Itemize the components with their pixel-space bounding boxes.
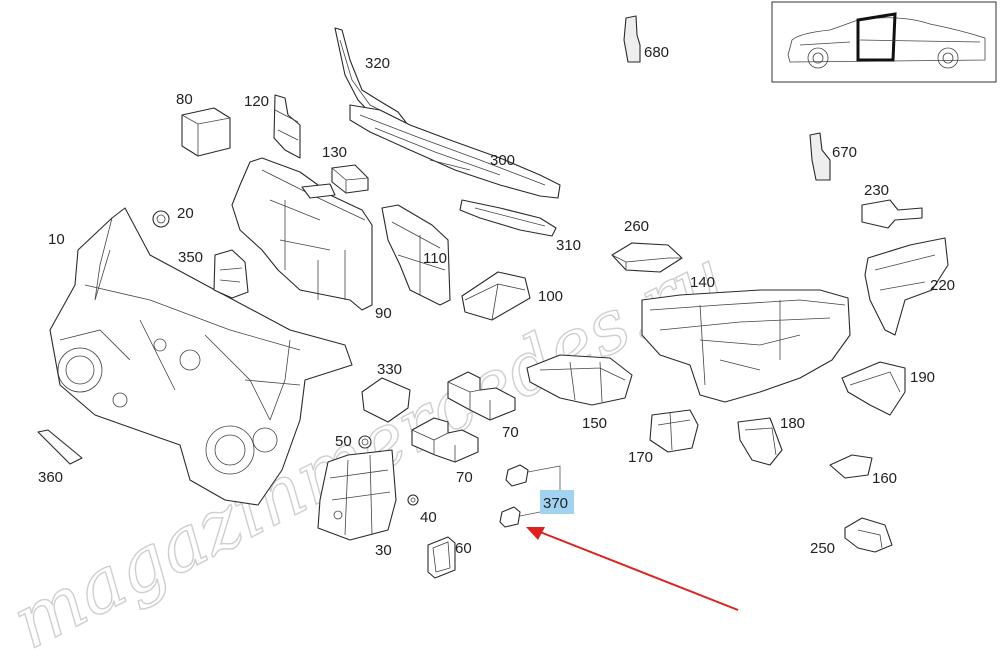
part-680-trim[interactable]	[623, 15, 641, 63]
part-110-panel[interactable]	[381, 204, 451, 306]
callout-170[interactable]: 170	[628, 449, 653, 466]
part-360-pad[interactable]	[37, 429, 83, 465]
part-130-pad[interactable]	[331, 164, 369, 194]
part-180-bracket[interactable]	[737, 417, 783, 466]
part-120-panel[interactable]	[273, 94, 301, 159]
callout-670[interactable]: 670	[832, 144, 857, 161]
part-40-clip[interactable]	[407, 494, 419, 506]
callout-180[interactable]: 180	[780, 415, 805, 432]
part-80-block[interactable]	[181, 107, 231, 157]
part-310-strip[interactable]	[459, 199, 557, 237]
part-170-panel[interactable]	[649, 409, 699, 453]
part-260-block[interactable]	[611, 242, 683, 273]
callout-160[interactable]: 160	[872, 470, 897, 487]
callout-20[interactable]: 20	[177, 205, 194, 222]
callout-110[interactable]: 110	[423, 250, 447, 267]
callout-680[interactable]: 680	[644, 44, 669, 61]
part-70-lower-block[interactable]	[411, 417, 479, 463]
callout-30[interactable]: 30	[375, 542, 392, 559]
callout-120[interactable]: 120	[244, 93, 269, 110]
callout-250[interactable]: 250	[810, 540, 835, 557]
callout-330[interactable]: 330	[377, 361, 402, 378]
part-300-cowl-seal[interactable]	[349, 104, 561, 199]
callout-230[interactable]: 230	[864, 182, 889, 199]
part-230-bracket[interactable]	[861, 199, 923, 229]
part-10-firewall-insulation[interactable]	[49, 207, 353, 506]
callout-130[interactable]: 130	[322, 144, 347, 161]
callout-220[interactable]: 220	[930, 277, 955, 294]
callout-40[interactable]: 40	[420, 509, 437, 526]
callout-150[interactable]: 150	[582, 415, 607, 432]
callout-80[interactable]: 80	[176, 91, 193, 108]
pointer-arrow	[526, 527, 739, 611]
callout-350[interactable]: 350	[178, 249, 203, 266]
callout-10[interactable]: 10	[48, 231, 65, 248]
part-190-bracket[interactable]	[841, 361, 906, 416]
part-50-clip[interactable]	[358, 435, 372, 449]
part-60-plug[interactable]	[427, 536, 456, 579]
callout-60[interactable]: 60	[455, 540, 472, 557]
part-30-side-panel[interactable]	[317, 449, 397, 541]
callout-50[interactable]: 50	[335, 433, 352, 450]
part-160-pad[interactable]	[829, 454, 873, 479]
callout-260[interactable]: 260	[624, 218, 649, 235]
part-670-trim[interactable]	[809, 132, 831, 181]
callout-70-lower[interactable]: 70	[456, 469, 473, 486]
callout-360[interactable]: 360	[38, 469, 63, 486]
part-220-panel[interactable]	[864, 237, 949, 336]
callout-370[interactable]: 370	[543, 495, 568, 512]
part-20-grommet[interactable]	[152, 210, 170, 228]
vehicle-locator-inset	[771, 1, 997, 83]
callout-100[interactable]: 100	[538, 288, 563, 305]
callout-190[interactable]: 190	[910, 369, 935, 386]
callout-310[interactable]: 310	[556, 237, 581, 254]
callout-90[interactable]: 90	[375, 305, 392, 322]
part-70-upper-block[interactable]	[447, 371, 516, 421]
part-330-pad[interactable]	[361, 377, 411, 423]
callout-140[interactable]: 140	[690, 274, 715, 291]
car-silhouette-icon	[787, 12, 986, 69]
callout-70-upper[interactable]: 70	[502, 424, 519, 441]
part-140-dash-insulation[interactable]	[641, 289, 851, 403]
part-250-bracket[interactable]	[844, 517, 893, 553]
highlight-box	[540, 490, 574, 514]
callout-320[interactable]: 320	[365, 55, 390, 72]
part-370-plugs[interactable]	[499, 464, 561, 528]
part-150-panel[interactable]	[526, 354, 633, 406]
part-100-pad[interactable]	[461, 271, 531, 321]
part-350-panel[interactable]	[213, 249, 249, 299]
callout-300[interactable]: 300	[490, 152, 515, 169]
part-90-upper-insulation[interactable]	[231, 157, 373, 311]
